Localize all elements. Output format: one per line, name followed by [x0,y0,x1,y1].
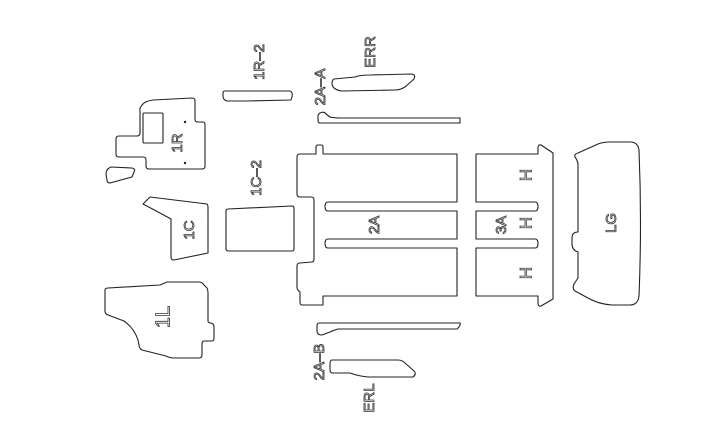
mat-ERR [331,73,416,92]
label-1C: 1C [181,220,198,239]
mat-2A-B [316,322,461,336]
mat-1C-2 [225,205,295,252]
mat-1R-dot [183,120,187,124]
mat-LG [571,141,642,306]
label-LG: LG [603,213,620,233]
label-1C-2: 1C–2 [248,160,265,196]
label-2A: 2A [366,216,383,234]
label-1L: 1L [152,306,174,328]
mat-2A-A [317,111,461,124]
label-1R: 1R [169,133,186,152]
label-2A-B: 2A–B [311,344,328,381]
mat-1R-small [105,166,136,184]
h-mark: H [516,169,535,181]
h-mark: H [516,267,535,279]
mat-1R-dot [183,161,187,165]
h-mark: H [516,217,535,229]
label-2A-A: 2A–A [312,69,329,106]
mat-1C [142,196,209,261]
label-1R-2: 1R–2 [251,44,268,80]
mat-2A [296,144,458,306]
mat-1R-2 [222,90,293,102]
label-ERL: ERL [361,383,378,412]
mat-1L [104,281,215,359]
mat-ERL [329,359,416,378]
label-ERR: ERR [362,36,379,68]
mat-1R-cutout [142,112,164,144]
mat-3A [475,144,554,307]
label-3A: 3A [493,216,510,234]
